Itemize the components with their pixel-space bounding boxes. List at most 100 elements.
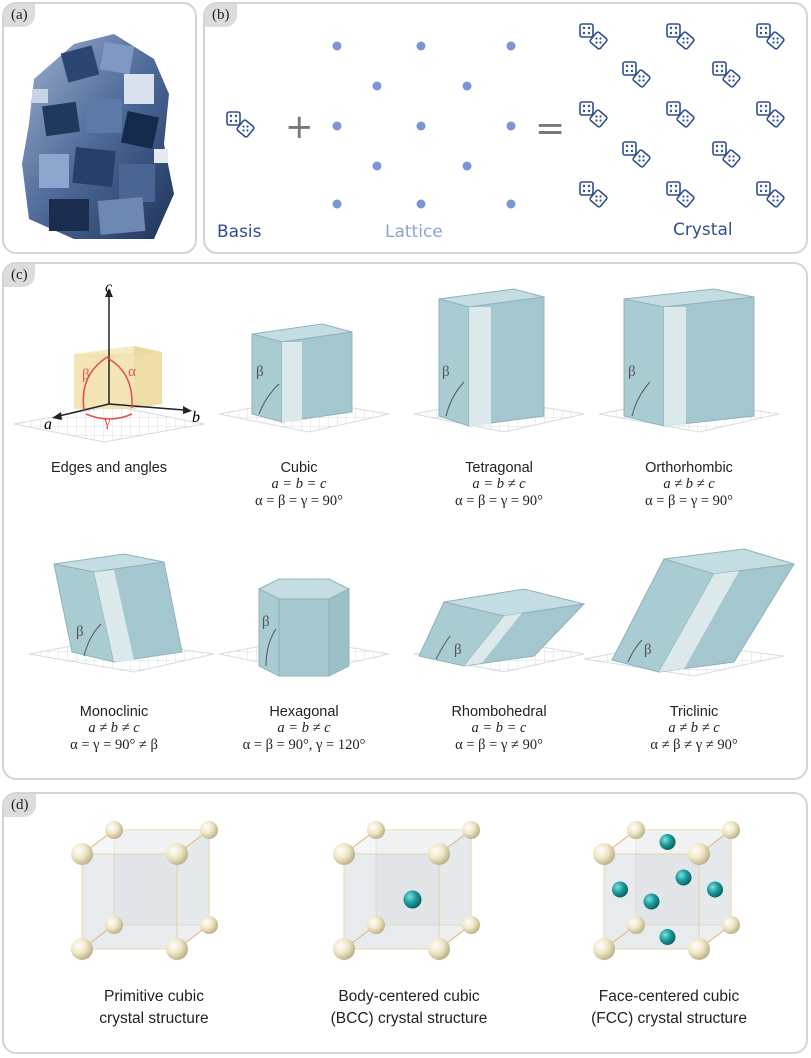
crystal-basis-icons bbox=[579, 23, 786, 209]
panel-a-mineral: (a) bbox=[2, 2, 197, 254]
lattice-point bbox=[416, 41, 426, 51]
corner-atom bbox=[166, 843, 188, 865]
corner-atom bbox=[105, 916, 123, 934]
system-triclinic: Triclinic a ≠ b ≠ c α ≠ β ≠ γ ≠ 90° bbox=[599, 704, 789, 754]
caption-line: (BCC) crystal structure bbox=[330, 1010, 488, 1027]
face-center-atom bbox=[612, 881, 628, 898]
plus-sign: + bbox=[285, 107, 314, 147]
corner-atom bbox=[462, 916, 480, 934]
caption-line: Face-centered cubic bbox=[598, 988, 740, 1005]
system-angle-relation: α = β = γ = 90° bbox=[255, 493, 343, 509]
system-hexagonal: Hexagonal a = b ≠ c α = β = 90°, γ = 120… bbox=[209, 704, 399, 754]
system-name: Edges and angles bbox=[50, 460, 168, 476]
crystal-basis-icon bbox=[756, 23, 786, 51]
corner-atom bbox=[462, 821, 480, 839]
crystal-basis-icon bbox=[756, 101, 786, 129]
panel-b-basis-lattice-crystal: (b) + = Basis Lattice Crystal bbox=[203, 2, 808, 254]
orthorhombic-prism bbox=[598, 288, 780, 433]
system-angle-relation: α = β = γ = 90° bbox=[645, 493, 733, 509]
gamma-angle-label: γ bbox=[103, 414, 111, 430]
axis-c-label: c bbox=[105, 279, 112, 296]
system-edges: Edges and angles bbox=[34, 460, 184, 476]
basis-label: Basis bbox=[217, 222, 262, 242]
crystal-basis-icon bbox=[622, 141, 652, 169]
tetragonal-prism bbox=[413, 288, 585, 433]
axis-b-label: b bbox=[192, 409, 200, 426]
system-angle-relation: α = β = 90°, γ = 120° bbox=[242, 737, 366, 753]
system-edge-relation: a ≠ b ≠ c bbox=[668, 720, 720, 736]
corner-atom bbox=[200, 821, 218, 839]
corner-atom bbox=[688, 843, 710, 865]
hexagonal-beta: β bbox=[262, 614, 270, 630]
crystal-basis-icon bbox=[666, 181, 696, 209]
panel-d-label: (d) bbox=[4, 794, 36, 817]
corner-atom bbox=[367, 821, 385, 839]
corner-atom bbox=[71, 843, 93, 865]
mineral-crystal-image bbox=[22, 34, 174, 239]
corner-atom bbox=[428, 938, 450, 960]
axis-a-label: a bbox=[44, 416, 52, 433]
system-name: Rhombohedral bbox=[451, 704, 547, 720]
cube-front-face bbox=[343, 853, 440, 950]
cubic-prism bbox=[218, 323, 390, 433]
lattice-point bbox=[332, 199, 342, 209]
face-center-atom bbox=[659, 834, 676, 850]
system-edge-relation: a = b = c bbox=[471, 720, 527, 736]
rhombohedral-beta: β bbox=[454, 642, 462, 658]
orthorhombic-beta: β bbox=[628, 364, 636, 380]
system-name: Cubic bbox=[280, 460, 318, 476]
corner-atom bbox=[627, 821, 645, 839]
crystal-basis-icon bbox=[756, 181, 786, 209]
lattice-point bbox=[416, 121, 426, 131]
crystal-basis-icon bbox=[666, 101, 696, 129]
panel-a-label: (a) bbox=[4, 4, 35, 27]
triclinic-prism bbox=[583, 548, 795, 677]
lattice-point bbox=[332, 41, 342, 51]
caption-line: Primitive cubic bbox=[104, 988, 204, 1005]
face-center-atom bbox=[707, 881, 723, 898]
crystal-label: Crystal bbox=[673, 220, 733, 240]
cubic-beta: β bbox=[256, 364, 264, 380]
panel-b-label: (b) bbox=[205, 4, 237, 27]
fcc-caption: Face-centered cubic (FCC) crystal struct… bbox=[564, 986, 774, 1030]
system-edge-relation: a ≠ b ≠ c bbox=[663, 476, 715, 492]
system-name: Orthorhombic bbox=[645, 460, 733, 476]
body-center-atom bbox=[403, 890, 422, 909]
system-edge-relation: a = b ≠ c bbox=[472, 476, 526, 492]
crystal-basis-icon bbox=[712, 61, 742, 89]
crystal-basis-icon bbox=[666, 23, 696, 51]
corner-atom bbox=[105, 821, 123, 839]
triclinic-beta: β bbox=[644, 642, 652, 658]
lattice-point bbox=[506, 41, 516, 51]
basis-icon bbox=[226, 111, 256, 139]
system-cubic: Cubic a = b = c α = β = γ = 90° bbox=[224, 460, 374, 510]
crystal-basis-icon bbox=[579, 101, 609, 129]
primitive-cubic-cell bbox=[71, 821, 218, 960]
bcc-caption: Body-centered cubic (BCC) crystal struct… bbox=[304, 986, 514, 1030]
panel-d-cubic-structures: (d) Primitive cubic crystal structure Bo… bbox=[2, 792, 808, 1054]
panel-c-label: (c) bbox=[4, 264, 35, 287]
face-center-atom bbox=[659, 929, 676, 945]
corner-atom bbox=[200, 916, 218, 934]
system-angle-relation: α ≠ β ≠ γ ≠ 90° bbox=[650, 737, 738, 753]
rhombohedral-prism bbox=[413, 588, 586, 673]
beta-angle-label: β bbox=[82, 367, 90, 383]
lattice-point bbox=[506, 121, 516, 131]
edges-angles-figure bbox=[13, 288, 205, 443]
system-edge-relation: a ≠ b ≠ c bbox=[88, 720, 140, 736]
lattice-point bbox=[462, 161, 472, 171]
monoclinic-prism bbox=[28, 553, 215, 673]
crystal-basis-icon bbox=[579, 181, 609, 209]
corner-atom bbox=[333, 843, 355, 865]
corner-atom bbox=[688, 938, 710, 960]
cubic-structures-diagram bbox=[71, 821, 740, 960]
system-edge-relation: a = b ≠ c bbox=[277, 720, 331, 736]
system-name: Hexagonal bbox=[269, 704, 339, 720]
equals-sign: = bbox=[535, 108, 565, 149]
alpha-angle-label: α bbox=[128, 364, 136, 380]
cube-front-face bbox=[81, 853, 178, 950]
face-center-atom bbox=[643, 893, 660, 910]
system-tetragonal: Tetragonal a = b ≠ c α = β = γ = 90° bbox=[414, 460, 584, 510]
system-name: Monoclinic bbox=[79, 704, 149, 720]
crystal-basis-icon bbox=[622, 61, 652, 89]
